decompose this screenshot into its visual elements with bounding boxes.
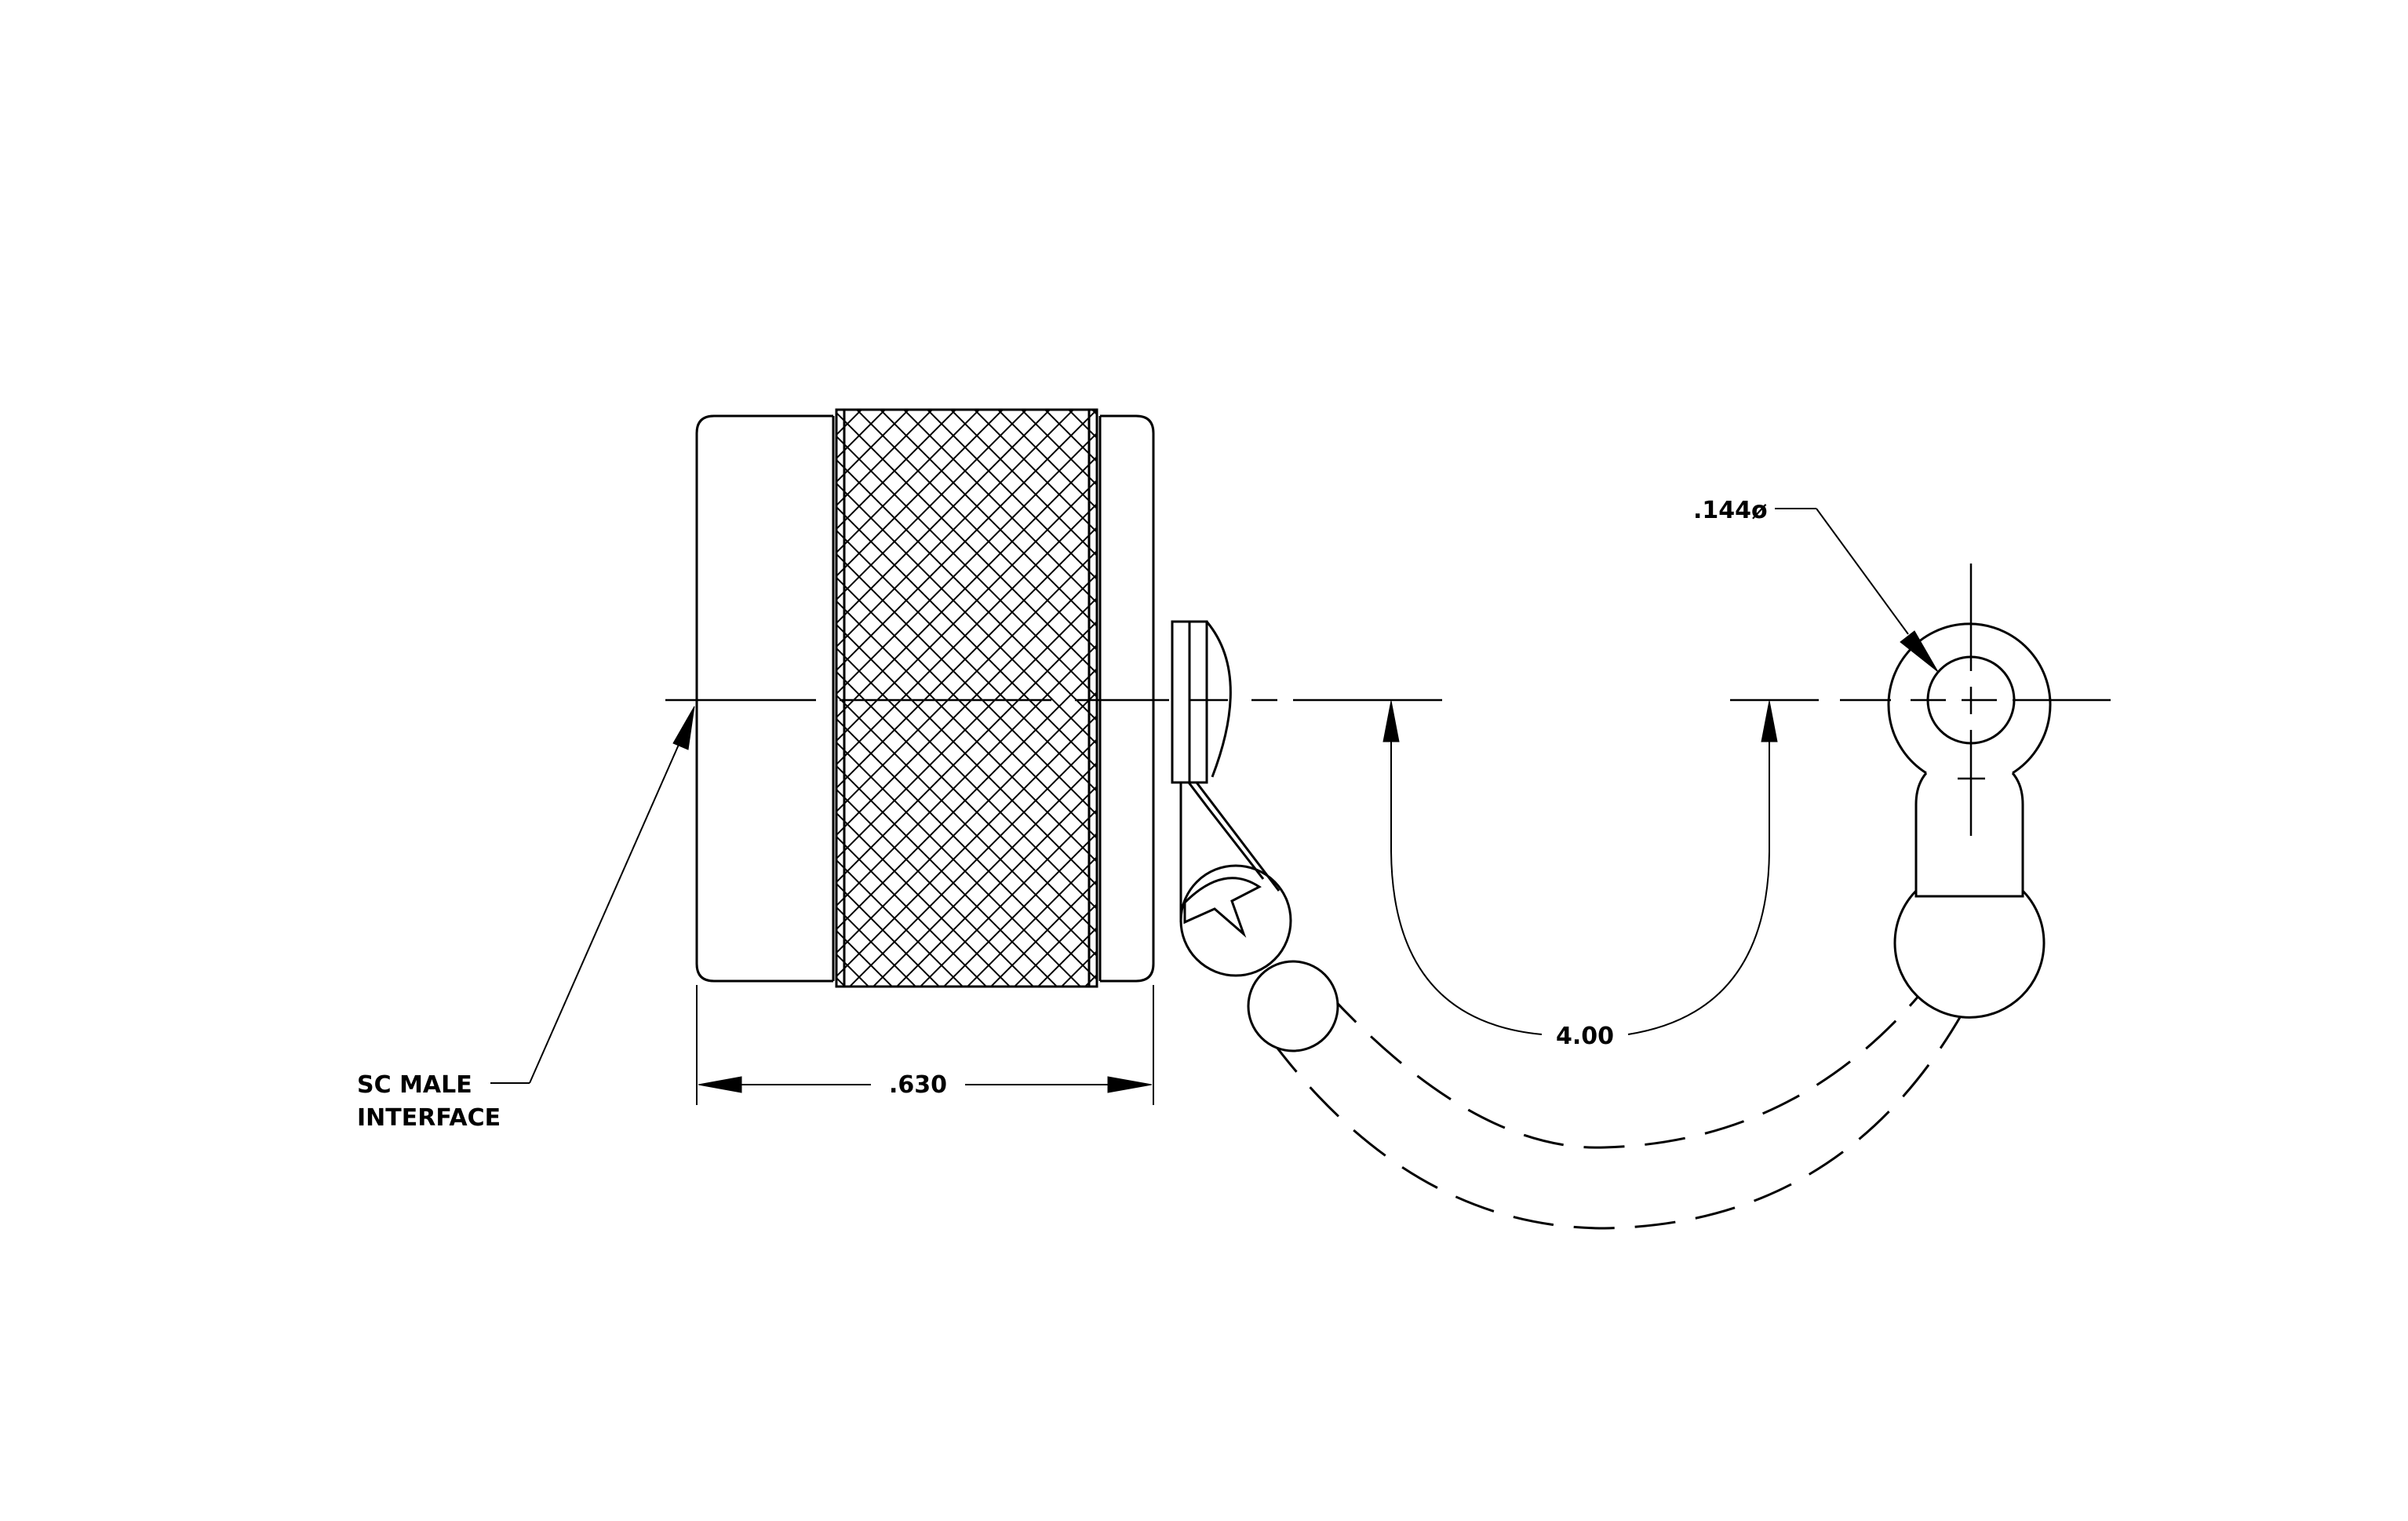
chain-arrow-right	[1761, 700, 1778, 742]
cap-right-section	[1100, 414, 1155, 983]
chain-inner	[1326, 976, 1936, 1149]
clip-plate	[1171, 620, 1191, 784]
knurled-grip	[835, 408, 1098, 988]
chain-bead-left	[1247, 960, 1339, 1052]
hole-dim-label: .144ø	[1693, 497, 1768, 524]
chain-arrow-left	[1383, 700, 1400, 742]
interface-label-line1: SC MALE	[357, 1071, 472, 1099]
hanger-clip	[1171, 620, 1292, 977]
strap-center	[1187, 782, 1265, 880]
ring-hole	[1926, 655, 2016, 745]
interface-callout: SC MALE INTERFACE	[357, 706, 695, 1132]
interface-leader-arrow	[672, 706, 695, 750]
chain-dim-label: 4.00	[1556, 1023, 1614, 1050]
ring-neck-left	[1914, 772, 1928, 895]
retaining-chain	[1247, 960, 1971, 1230]
strap-star-tab	[1183, 877, 1262, 938]
dim-arrow-right	[1107, 1076, 1153, 1093]
length-dim-label: .630	[889, 1071, 947, 1099]
strap-right-edge	[1195, 782, 1281, 892]
dim-arrow-left	[698, 1076, 742, 1093]
cap-body	[695, 408, 1155, 988]
interface-label-line2: INTERFACE	[357, 1104, 501, 1132]
cap-left-section	[695, 414, 833, 983]
strap-eyelet	[1179, 864, 1292, 977]
hole-callout: .144ø	[1693, 497, 1939, 673]
ring-outer	[1887, 622, 2052, 775]
ring-neck-right	[2011, 772, 2024, 895]
hole-leader-arrow	[1900, 630, 1939, 673]
chain-dimension: 4.00	[1383, 700, 1778, 1050]
chain-outer	[1270, 1000, 1971, 1230]
chain-ball-right	[1893, 888, 2046, 1019]
length-dimension: .630	[696, 985, 1154, 1105]
clip-dome	[1205, 621, 1232, 778]
clip-plate-inner	[1188, 620, 1208, 784]
ring-terminal	[1887, 622, 2052, 1019]
